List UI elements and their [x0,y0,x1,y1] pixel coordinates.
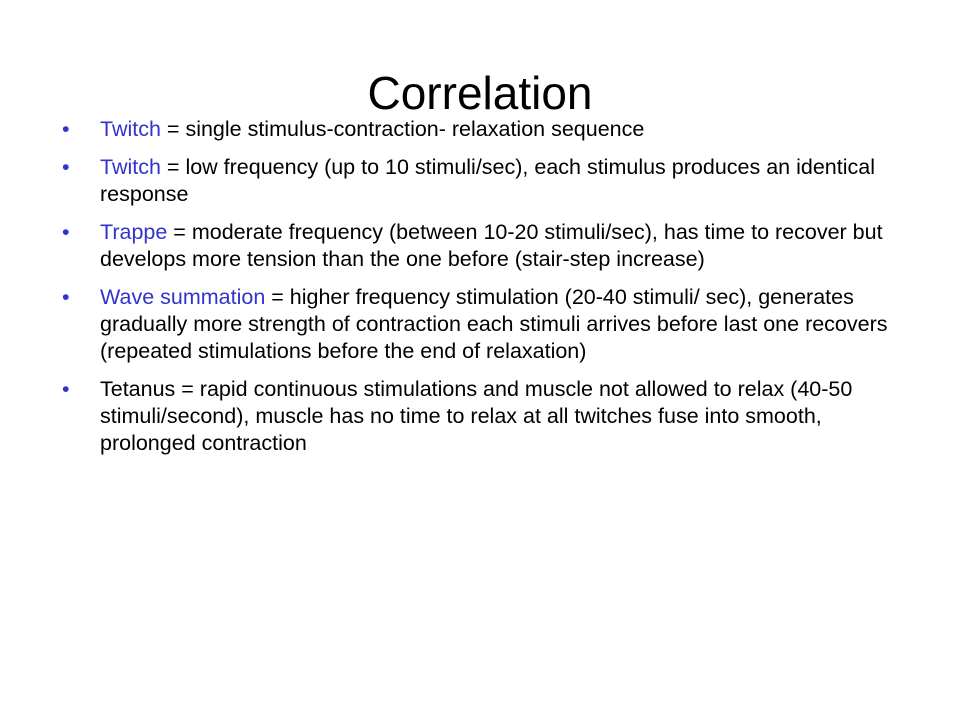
bullet-text: = higher frequency stimulation (20-40 st… [100,285,888,363]
bullet-dot-icon: • [62,285,70,309]
bullet-dot-icon: • [62,220,70,244]
bullet-list: • Twitch = single stimulus-contraction- … [62,116,894,468]
bullet-text: = low frequency (up to 10 stimuli/sec), … [100,155,875,206]
bullet-text: = single stimulus-contraction- relaxatio… [160,117,645,141]
bullet-dot-icon: • [62,377,70,401]
slide-title: Correlation [367,66,593,119]
bullet-dot-icon: • [62,155,70,179]
bullet-term: Wave summation [100,285,266,309]
bullet-term: Twitch [100,155,161,179]
bullet-dot-icon: • [62,117,70,141]
bullet-term: Twitch [100,117,161,141]
bullet-text: Tetanus = rapid continuous stimulations … [100,377,853,455]
bullet-item: • Twitch = low frequency (up to 10 stimu… [62,154,894,208]
bullet-item: • Wave summation = higher frequency stim… [62,284,894,365]
bullet-term: Trappe [100,220,168,244]
bullet-text: = moderate frequency (between 10-20 stim… [100,220,883,271]
bullet-item: • Trappe = moderate frequency (between 1… [62,219,894,273]
bullet-item: • Tetanus = rapid continuous stimulation… [62,376,894,457]
bullet-item: • Twitch = single stimulus-contraction- … [62,116,894,143]
